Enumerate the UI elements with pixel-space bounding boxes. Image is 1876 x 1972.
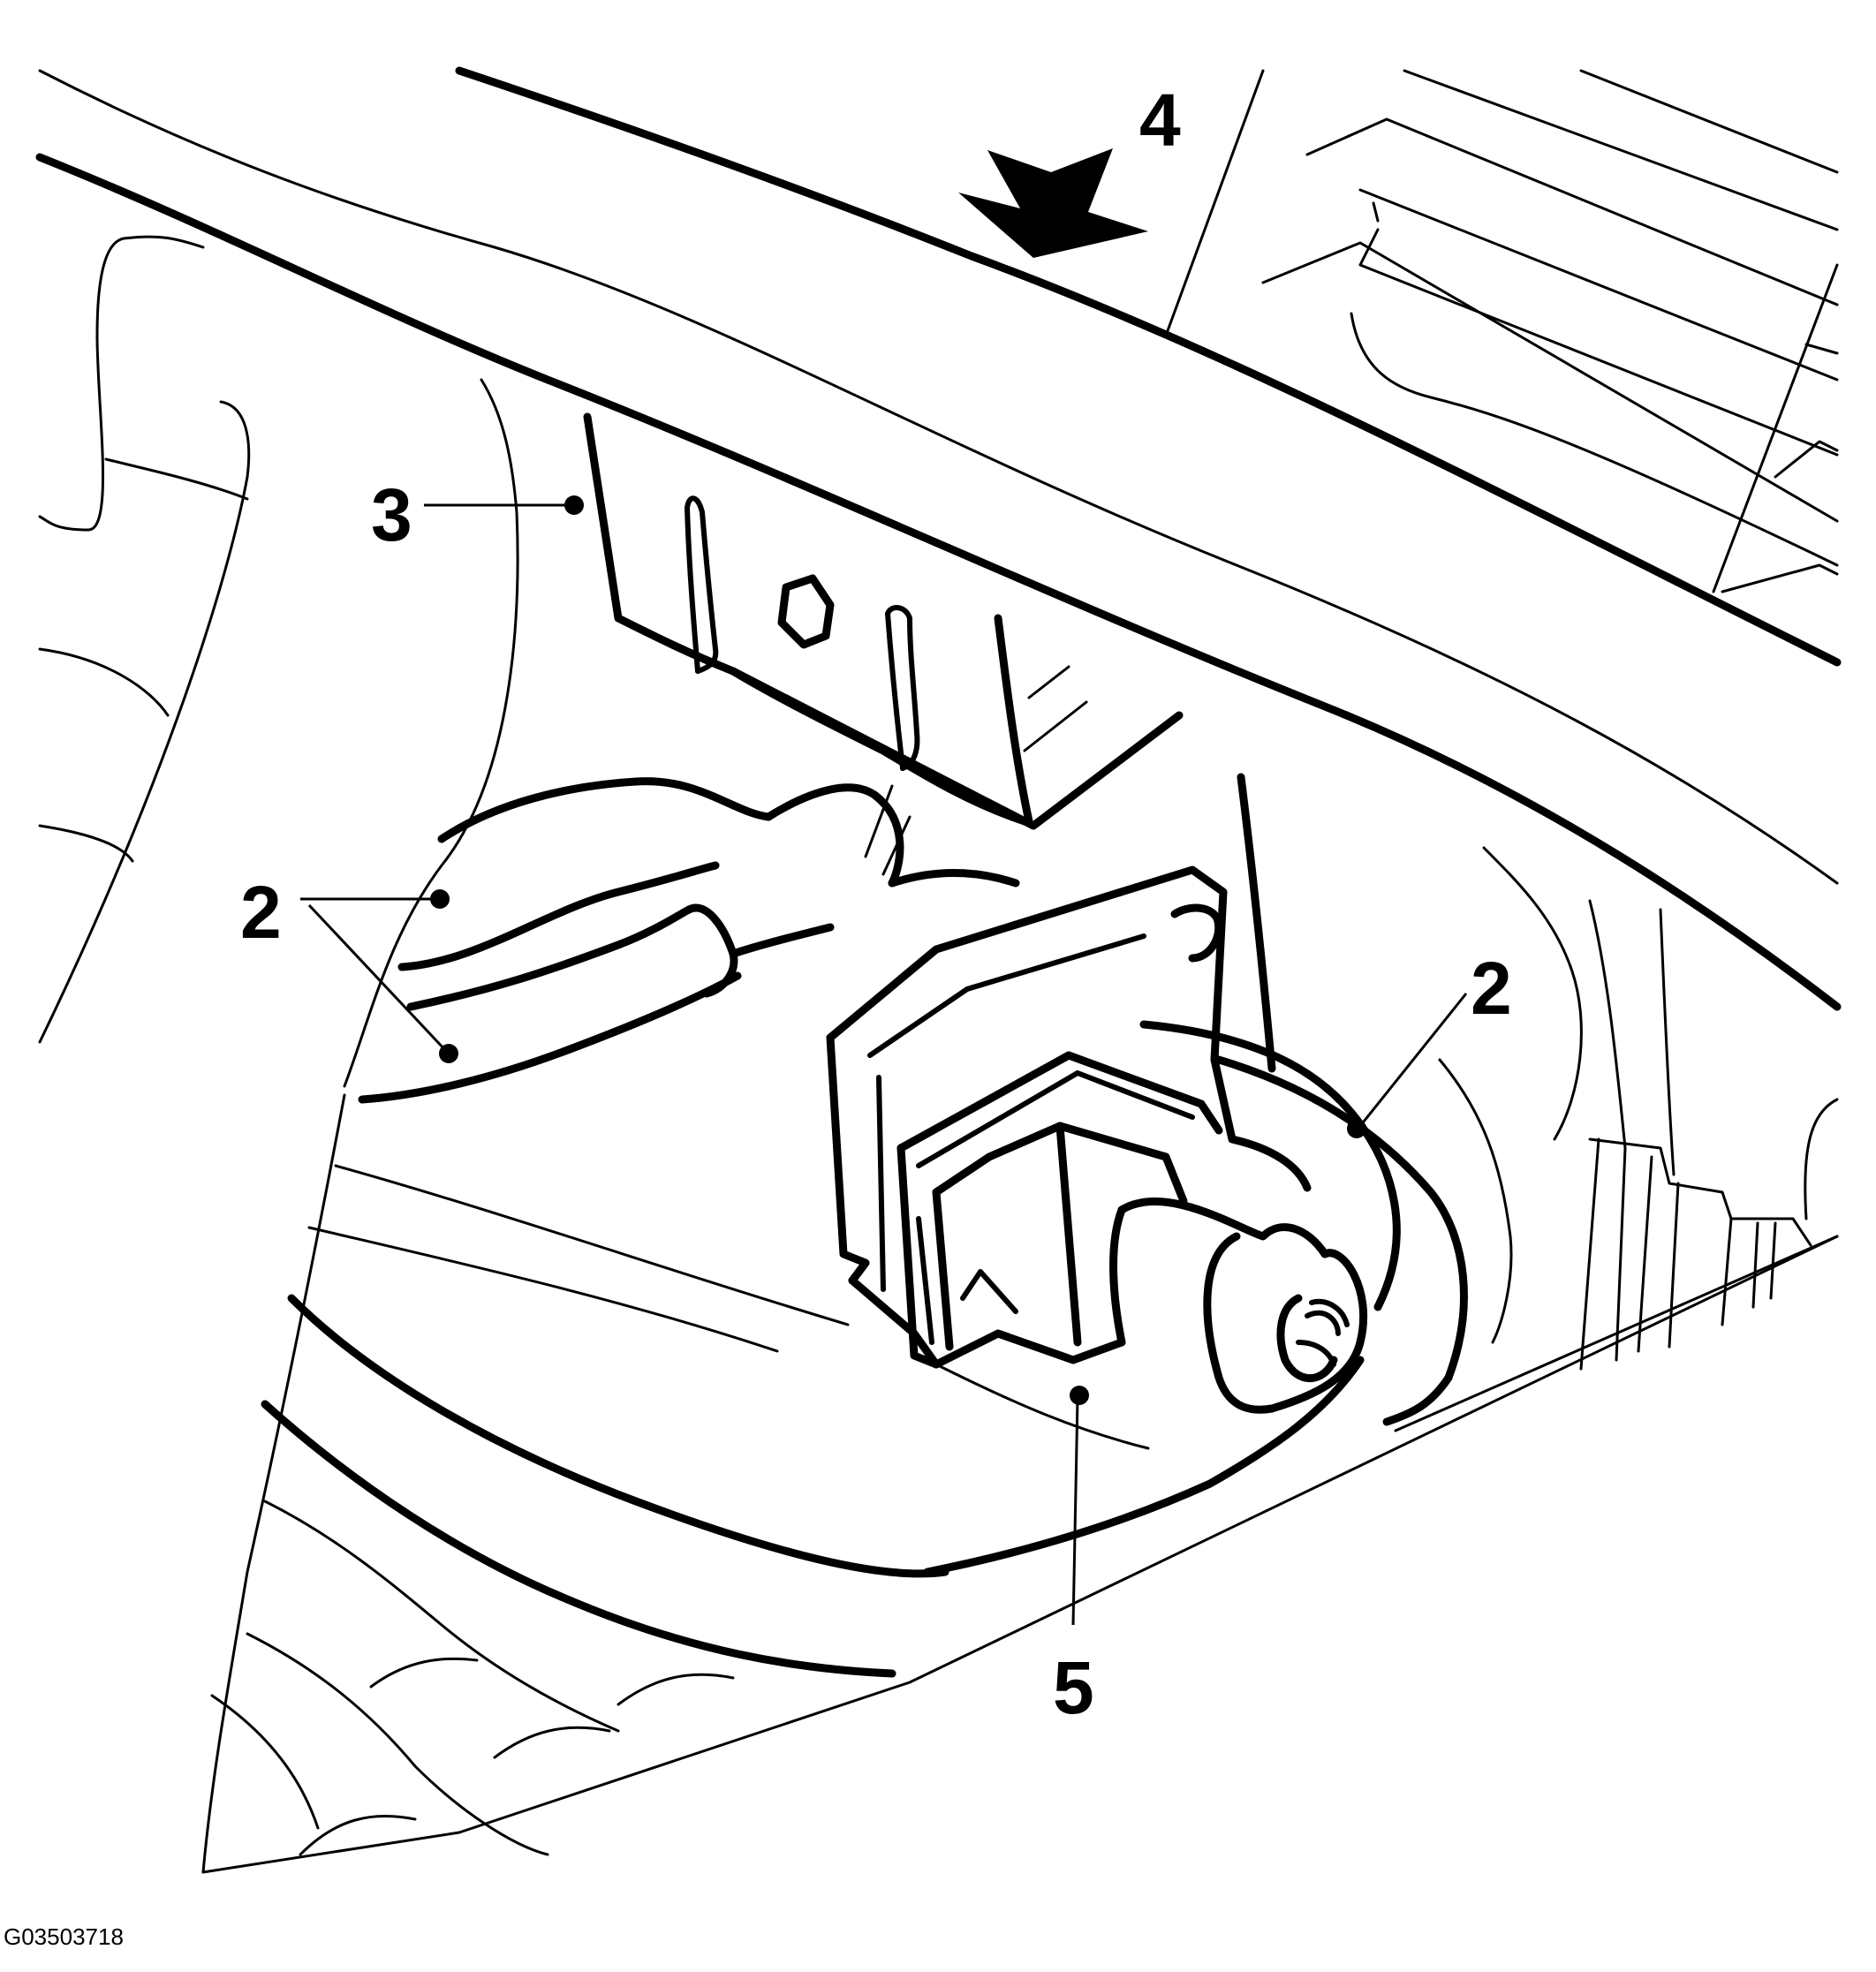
connector-housing [826,865,1312,1369]
left-pillar [38,235,519,1088]
figure-id: G03503718 [4,1923,124,1950]
vent-slats [1261,69,1839,593]
callout-2-right: 2 [1471,947,1512,1030]
wiring-harness [358,777,1020,1104]
connector-plug [1109,1198,1368,1414]
callout-2-left: 2 [240,871,282,954]
harness-loop [923,773,1468,1576]
callout-3: 3 [371,473,412,556]
arrow-icon [958,148,1148,258]
callout-4: 4 [1139,79,1181,162]
callout-5: 5 [1053,1646,1094,1729]
mounting-bracket [583,412,1184,830]
upper-panel [35,66,1842,1011]
callout-leaders [300,495,1468,1626]
right-mechanism [1438,846,1839,1371]
